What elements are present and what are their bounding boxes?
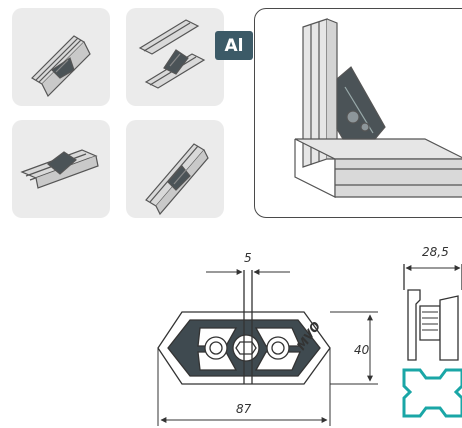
dimension-width-top: 5: [244, 251, 252, 265]
thumbnail-4[interactable]: [126, 120, 224, 218]
dimension-height: 40: [354, 343, 370, 357]
material-badge: Al: [215, 31, 253, 60]
dimension-side-width: 28,5: [422, 245, 449, 259]
thumbnail-1[interactable]: [12, 8, 110, 106]
thumbnail-2[interactable]: [126, 8, 224, 106]
dimension-length: 87: [236, 402, 252, 416]
thumbnail-3[interactable]: [12, 120, 110, 218]
bracket-side-view: [403, 264, 462, 361]
bracket-front-view: [157, 270, 331, 385]
main-product-image: [254, 8, 462, 218]
technical-drawing: MVO 5 40 87 28,5: [157, 245, 462, 426]
profile-cross-section: [402, 368, 462, 418]
